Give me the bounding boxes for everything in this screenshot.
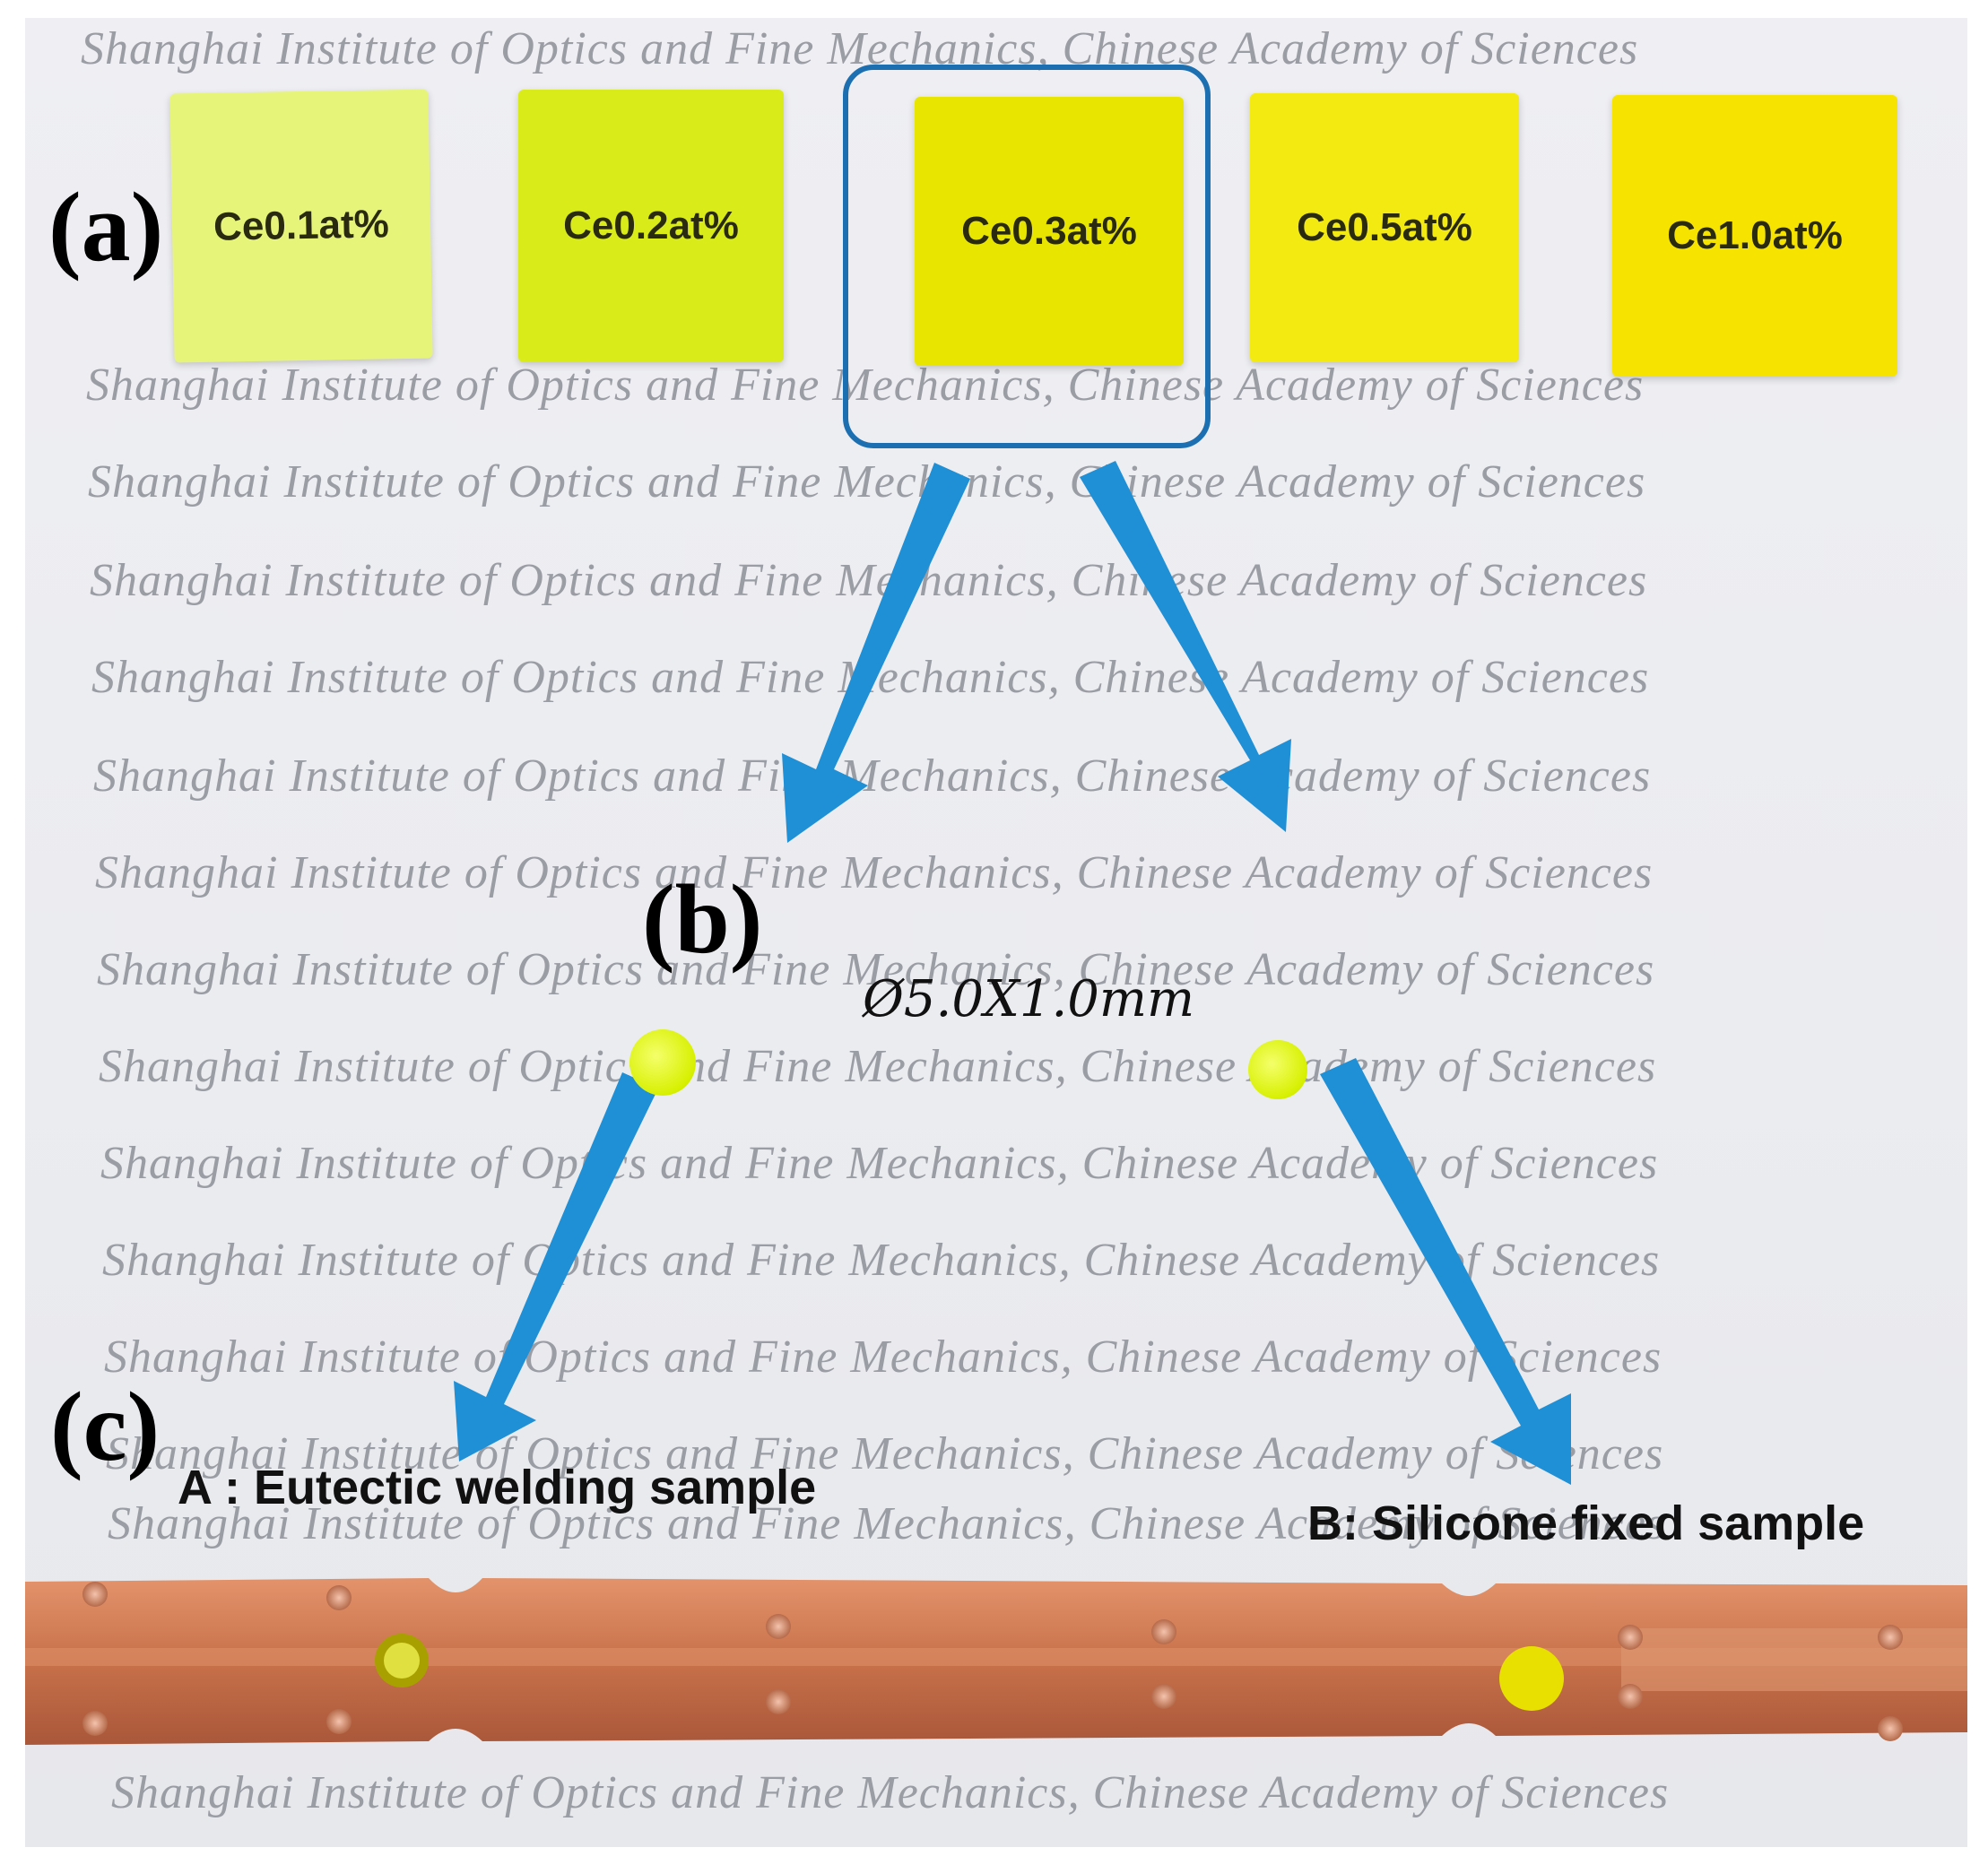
small-disc-right	[1248, 1040, 1307, 1099]
watermark-line: Shanghai Institute of Optics and Fine Me…	[97, 944, 1655, 995]
sample-ce02: Ce0.2at%	[518, 90, 784, 362]
watermark-line: Shanghai Institute of Optics and Fine Me…	[86, 360, 1645, 411]
watermark-line: Shanghai Institute of Optics and Fine Me…	[93, 750, 1652, 802]
watermark-line: Shanghai Institute of Optics and Fine Me…	[99, 1041, 1657, 1092]
arrow-icon	[782, 463, 970, 843]
watermark-line: Shanghai Institute of Optics and Fine Me…	[104, 1332, 1662, 1383]
watermark-line: Shanghai Institute of Optics and Fine Me…	[90, 555, 1648, 606]
sample-ce05: Ce0.5at%	[1250, 93, 1519, 362]
arrow-icon	[1080, 461, 1291, 832]
dimension-label: Ø5.0X1.0mm	[863, 970, 1195, 1028]
watermark-line: Shanghai Institute of Optics and Fine Me…	[88, 456, 1646, 507]
sample-label: Ce1.0at%	[1667, 213, 1843, 257]
watermark-line: Shanghai Institute of Optics and Fine Me…	[95, 847, 1654, 898]
sample-ce10: Ce1.0at%	[1612, 95, 1897, 377]
watermark-line: Shanghai Institute of Optics and Fine Me…	[106, 1428, 1664, 1479]
caption-silicone: B: Silicone fixed sample	[1307, 1496, 1865, 1550]
sample-label: Ce0.2at%	[563, 204, 739, 247]
watermark-line: Shanghai Institute of Optics and Fine Me…	[108, 1498, 1666, 1549]
copper-heatsink	[25, 1578, 1967, 1745]
arrow-icon	[1320, 1058, 1571, 1485]
small-disc-left	[629, 1029, 696, 1096]
sample-b-disc	[1499, 1646, 1564, 1711]
sample-label: Ce0.3at%	[961, 209, 1137, 253]
panel-label-b: (b)	[642, 864, 763, 974]
watermark-line: Shanghai Institute of Optics and Fine Me…	[111, 1767, 1670, 1818]
watermark-line: Shanghai Institute of Optics and Fine Me…	[102, 1235, 1661, 1286]
sample-label: Ce0.5at%	[1297, 205, 1472, 249]
highlight-box	[843, 65, 1211, 448]
watermark-line: Shanghai Institute of Optics and Fine Me…	[81, 23, 1639, 74]
arrow-icon	[454, 1072, 658, 1462]
sample-ce03: Ce0.3at%	[915, 97, 1184, 366]
panel-label-a: (a)	[48, 172, 164, 282]
caption-eutectic: A : Eutectic welding sample	[178, 1461, 817, 1514]
panel-label-c: (c)	[50, 1372, 161, 1481]
